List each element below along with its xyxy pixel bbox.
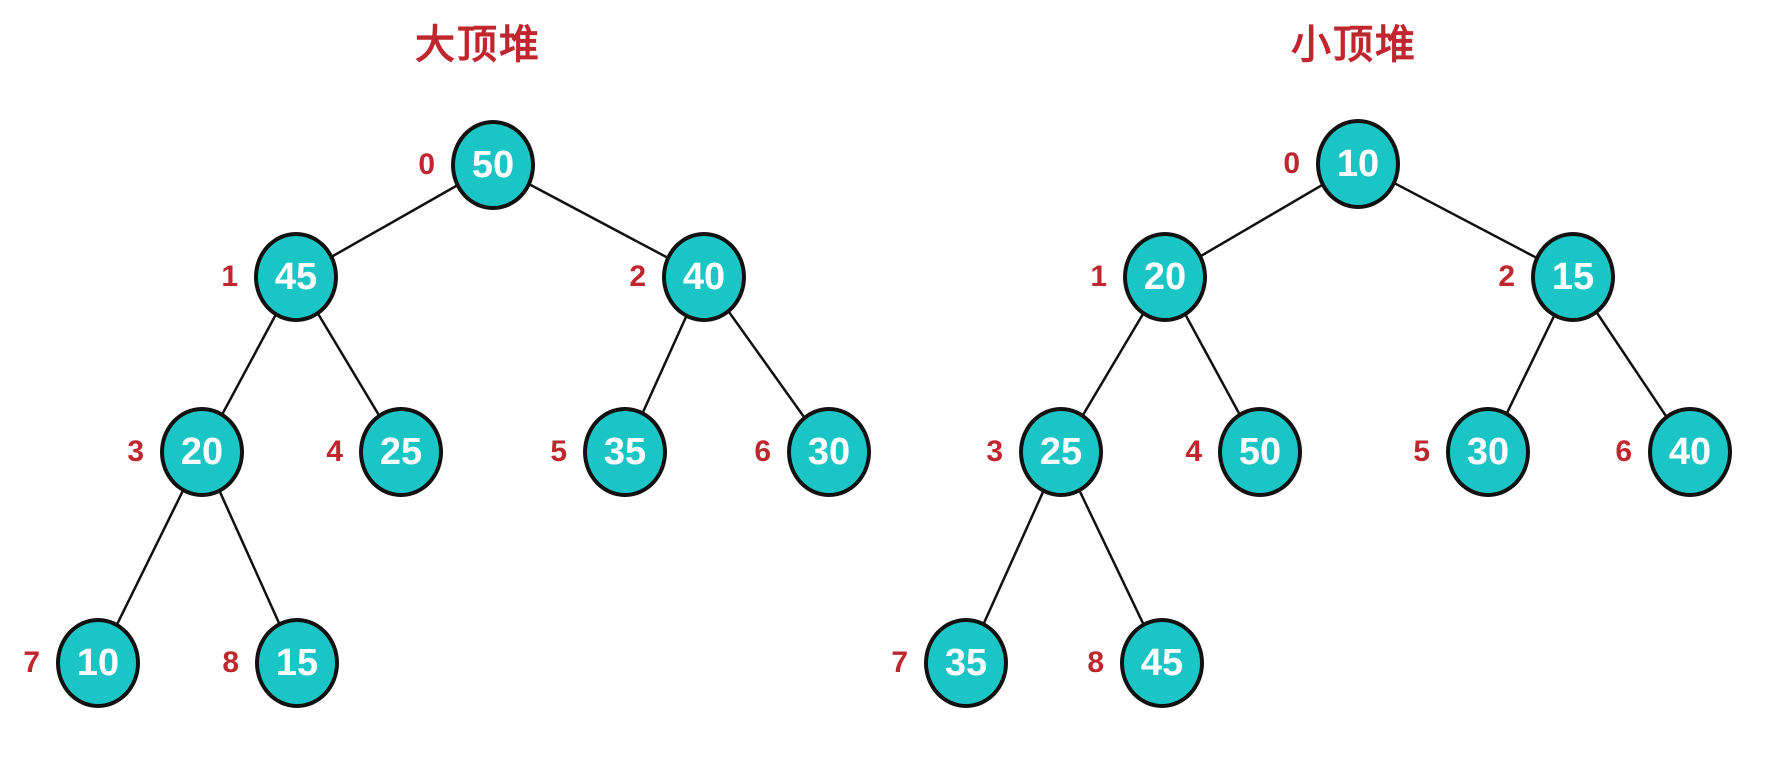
node-value: 20 [180,431,224,473]
min-heap-node: 25 [1019,407,1103,497]
max-heap-title: 大顶堆 [415,23,541,67]
node-value: 25 [1039,431,1083,473]
min-heap-node: 30 [1446,407,1530,497]
node-value: 15 [275,642,319,684]
node-value: 35 [944,642,988,684]
node-value: 50 [471,144,515,186]
min-heap-node: 50 [1218,407,1302,497]
node-value: 45 [1140,642,1184,684]
node-value: 30 [807,431,851,473]
node-index-label: 3 [127,435,144,468]
max-heap-node: 30 [787,407,871,497]
node-value: 35 [603,431,647,473]
node-value: 50 [1238,431,1282,473]
node-index-label: 8 [222,646,239,679]
node-index-label: 6 [1615,435,1632,468]
max-heap-node: 45 [254,232,338,322]
node-index-label: 1 [221,260,238,293]
max-heap-node: 15 [255,618,339,708]
max-heap-node: 50 [451,120,535,210]
min-heap-node: 40 [1648,407,1732,497]
node-index-label: 2 [1498,260,1515,293]
max-heap-node: 40 [662,232,746,322]
node-index-label: 4 [326,435,343,468]
node-value: 40 [682,256,726,298]
node-value: 45 [274,256,318,298]
node-index-label: 1 [1090,260,1107,293]
node-value: 10 [1336,143,1380,185]
node-value: 25 [379,431,423,473]
min-heap-title: 小顶堆 [1291,23,1417,67]
node-index-label: 4 [1185,435,1202,468]
node-value: 20 [1143,256,1187,298]
max-heap-node: 25 [359,407,443,497]
node-index-label: 8 [1087,646,1104,679]
max-heap-node: 35 [583,407,667,497]
node-index-label: 6 [754,435,771,468]
min-heap-node: 10 [1316,119,1400,209]
node-index-label: 0 [1283,147,1300,180]
node-index-label: 5 [1413,435,1430,468]
node-index-label: 7 [23,646,40,679]
node-value: 30 [1466,431,1510,473]
node-index-label: 7 [891,646,908,679]
node-index-label: 0 [418,148,435,181]
min-heap-node: 15 [1531,232,1615,322]
node-value: 40 [1668,431,1712,473]
max-heap-node: 20 [160,407,244,497]
min-heap-node: 45 [1120,618,1204,708]
max-heap-node: 10 [56,618,140,708]
min-heap-node: 20 [1123,232,1207,322]
node-value: 15 [1551,256,1595,298]
node-index-label: 2 [629,260,646,293]
min-heap-node: 35 [924,618,1008,708]
node-index-label: 5 [550,435,567,468]
node-value: 10 [76,642,120,684]
node-index-label: 3 [986,435,1003,468]
